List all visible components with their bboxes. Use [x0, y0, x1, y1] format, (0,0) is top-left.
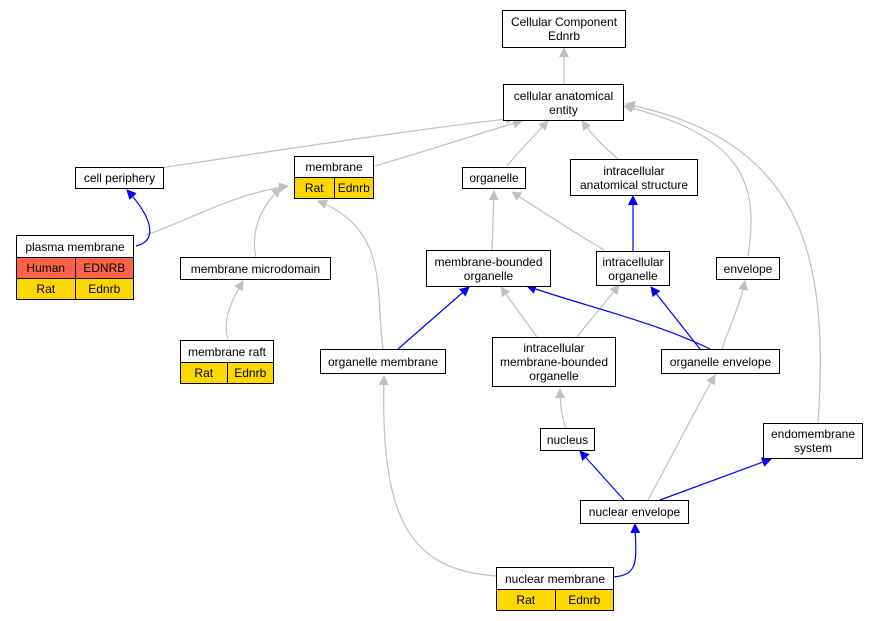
- edge-organellemembrane-to-membrane: [317, 199, 384, 350]
- node-nuclear-membrane[interactable]: nuclear membrane: [496, 567, 614, 590]
- annotation-species: Human: [26, 261, 66, 275]
- edge-mbo-to-organelle: [488, 190, 499, 251]
- node-organelle-membrane[interactable]: organelle membrane: [320, 349, 446, 374]
- edge-nuclearenvelope-to-endomembrane: [659, 457, 772, 501]
- edge-microdomain-to-membrane: [253, 187, 282, 258]
- edge-raft-to-microdomain: [225, 280, 244, 340]
- node-cell-periphery[interactable]: cell periphery: [75, 167, 164, 189]
- node-organelle-envelope[interactable]: organelle envelope: [661, 349, 780, 374]
- annotation-species: Rat: [194, 366, 214, 380]
- node-membrane-microdomain[interactable]: membrane microdomain: [180, 257, 331, 280]
- annotation-species: Rat: [36, 282, 56, 296]
- node-label: cell periphery: [83, 171, 156, 185]
- edge-organellemembrane-to-mbo: [397, 286, 470, 350]
- annotation-plasma-membrane-human: Human EDNRB: [16, 257, 134, 279]
- annotation-gene: Ednrb: [333, 178, 374, 198]
- edge-orgenvelope-to-mbo: [526, 284, 711, 350]
- edge-nuclearmembrane-to-organellemembrane: [378, 375, 497, 577]
- node-label: endomembrane system: [770, 427, 856, 455]
- edge-plasmamembrane-to-membrane: [145, 182, 289, 236]
- node-label: nuclear membrane: [504, 571, 606, 586]
- node-label: membrane-bounded organelle: [434, 254, 543, 283]
- annotation-gene: Ednrb: [74, 279, 134, 299]
- node-membrane-bounded-organelle[interactable]: membrane-bounded organelle: [426, 250, 551, 287]
- node-envelope[interactable]: envelope: [716, 257, 780, 280]
- edge-ias-to-cae: [581, 120, 619, 160]
- annotation-gene: Ednrb: [226, 363, 274, 383]
- annotation-gene: Ednrb: [554, 590, 614, 610]
- node-label: intracellular membrane-bounded organelle: [499, 341, 609, 383]
- node-label: organelle envelope: [669, 354, 772, 369]
- edge-nucleus-to-imbo: [555, 388, 567, 429]
- node-label: intracellular anatomical structure: [579, 163, 689, 192]
- node-cellular-component[interactable]: Cellular Component Ednrb: [502, 10, 626, 48]
- annotation-species: Rat: [304, 181, 324, 195]
- node-label: membrane raft: [187, 344, 267, 359]
- node-membrane-raft[interactable]: membrane raft: [180, 340, 274, 363]
- annotation-membrane-rat: Rat Ednrb: [294, 177, 374, 199]
- node-intracellular-anatomical-structure[interactable]: intracellular anatomical structure: [570, 159, 698, 196]
- edge-endomembrane-to-cae: [625, 100, 821, 424]
- node-nucleus[interactable]: nucleus: [540, 428, 595, 451]
- annotation-membrane-raft-rat: Rat Ednrb: [180, 362, 274, 384]
- node-label: organelle membrane: [327, 354, 439, 369]
- node-label: envelope: [723, 261, 773, 276]
- annotation-gene: EDNRB: [74, 258, 134, 278]
- node-label: intracellular organelle: [602, 254, 664, 283]
- edge-membrane-to-cae: [374, 118, 523, 167]
- edge-imbo-to-io: [576, 284, 620, 338]
- annotation-species: Rat: [516, 593, 536, 607]
- edge-orgenvelope-to-io: [650, 286, 701, 350]
- node-label: membrane: [305, 160, 363, 174]
- edge-nuclearenvelope-to-nucleus: [579, 450, 625, 501]
- edge-nuclearenvelope-to-orgenvelope: [647, 374, 716, 501]
- node-intracellular-organelle[interactable]: intracellular organelle: [596, 251, 670, 286]
- node-label: organelle: [469, 171, 519, 185]
- edge-organelle-to-cae: [506, 120, 549, 167]
- node-endomembrane-system[interactable]: endomembrane system: [763, 423, 863, 459]
- node-nuclear-envelope[interactable]: nuclear envelope: [580, 500, 689, 524]
- node-label: nucleus: [546, 432, 589, 447]
- node-membrane[interactable]: membrane: [294, 156, 374, 178]
- node-cellular-anatomical-entity[interactable]: cellular anatomical entity: [503, 84, 624, 121]
- edge-orgenvelope-to-envelope: [721, 280, 749, 350]
- node-plasma-membrane[interactable]: plasma membrane: [16, 235, 134, 258]
- annotation-nuclear-membrane-rat: Rat Ednrb: [496, 589, 614, 611]
- node-label: Cellular Component Ednrb: [510, 15, 618, 43]
- edge-plasmamembrane-to-cellperiphery: [126, 189, 151, 247]
- node-label: membrane microdomain: [190, 261, 321, 276]
- edge-nuclearmembrane-to-nuclearenvelope: [612, 523, 641, 578]
- edge-cellperiphery-to-cae: [159, 114, 516, 169]
- node-intracellular-membrane-bounded-organelle[interactable]: intracellular membrane-bounded organelle: [492, 337, 616, 387]
- edge-imbo-to-mbo: [500, 286, 538, 338]
- edge-envelope-to-cae: [623, 103, 752, 257]
- node-label: cellular anatomical entity: [513, 88, 614, 117]
- edge-io-to-organelle: [511, 191, 605, 251]
- node-label: nuclear envelope: [588, 505, 681, 519]
- node-label: plasma membrane: [25, 239, 125, 254]
- annotation-plasma-membrane-rat: Rat Ednrb: [16, 278, 134, 300]
- node-organelle[interactable]: organelle: [462, 167, 526, 189]
